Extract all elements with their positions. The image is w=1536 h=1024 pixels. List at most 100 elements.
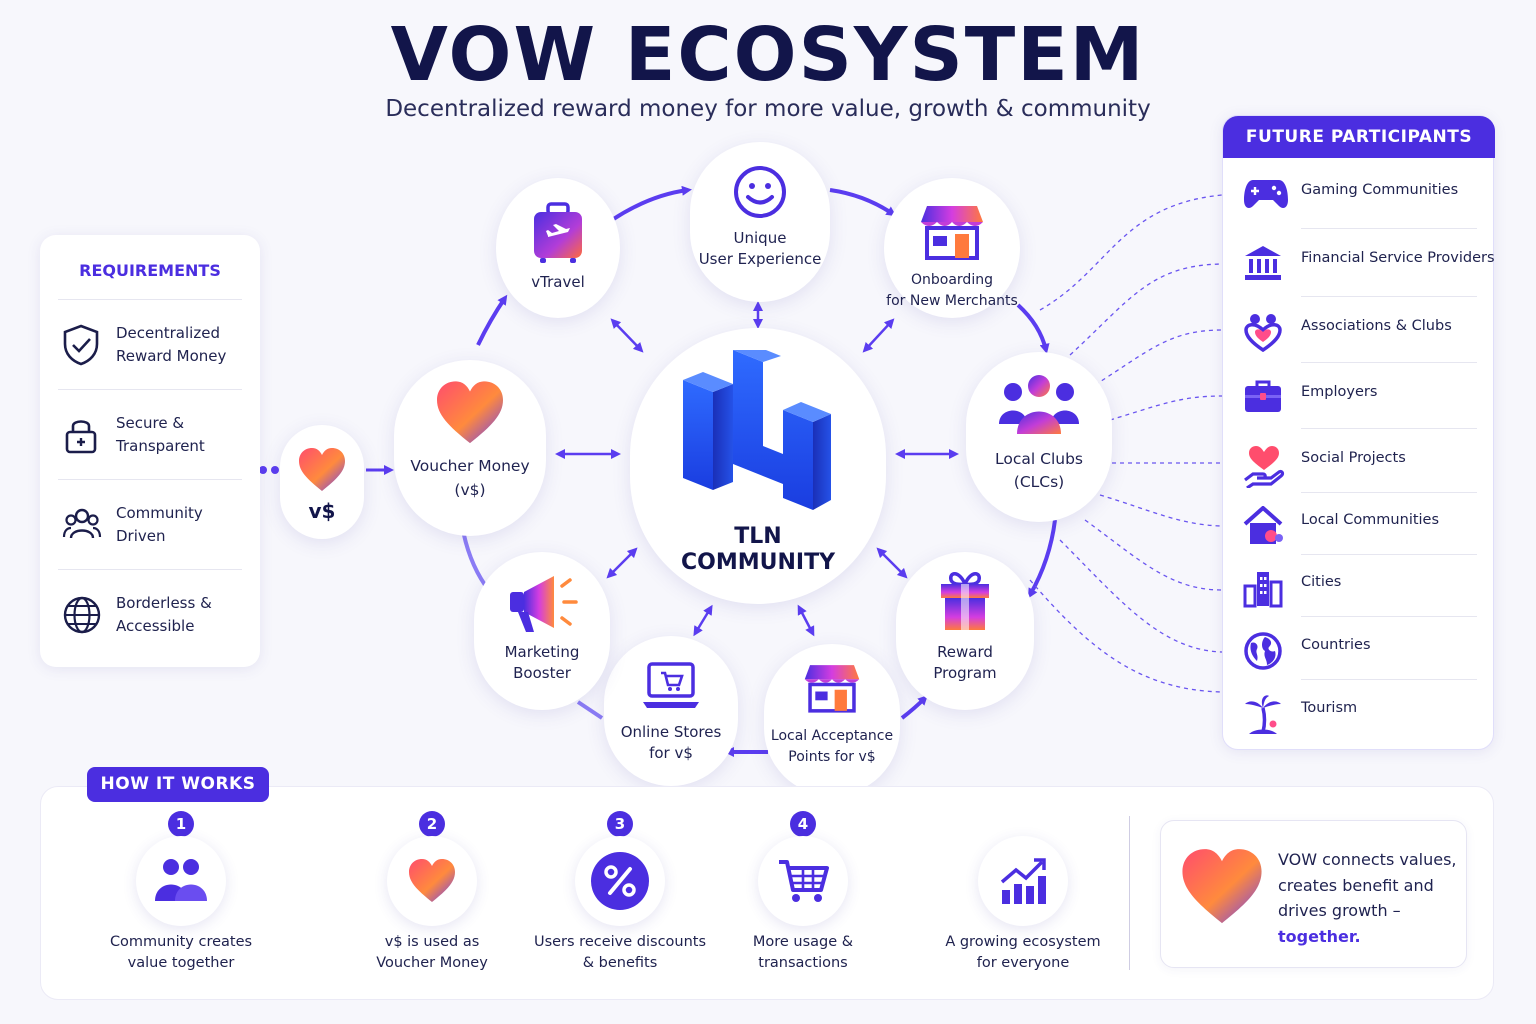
step-label: A growing ecosystem for everyone — [945, 934, 1101, 971]
step-label: v$ is used as Voucher Money — [376, 934, 488, 971]
briefcase-icon — [1245, 380, 1281, 412]
node-label: Local Acceptance Points for v$ — [770, 728, 894, 765]
participant-item[interactable]: Countries — [1241, 617, 1477, 681]
node-label: Voucher Money (v$) — [410, 457, 530, 499]
heart-hand-icon — [1244, 446, 1285, 488]
node-label: Unique User Experience — [698, 229, 822, 268]
step-number: 4 — [790, 811, 816, 837]
node-label: Reward Program — [933, 643, 997, 682]
megaphone-icon — [510, 576, 578, 632]
lock-icon — [65, 420, 97, 454]
heart-icon — [437, 381, 503, 444]
node-reward-program[interactable]: Reward Program — [896, 552, 1034, 710]
requirement-label: Secure & Transparent — [116, 414, 205, 455]
divider — [1301, 554, 1477, 555]
requirement-label: Community Driven — [116, 504, 203, 545]
step-2-circle — [387, 836, 477, 926]
requirement-label: Borderless & Accessible — [116, 594, 212, 635]
tln-logo-icon — [683, 350, 831, 510]
participant-label: Financial Service Providers — [1301, 250, 1495, 266]
participant-item[interactable]: Local Communities — [1241, 492, 1477, 556]
participant-item[interactable]: Tourism — [1241, 680, 1477, 744]
participant-item[interactable]: Social Projects — [1241, 430, 1477, 494]
participant-item[interactable]: Cities — [1241, 554, 1477, 618]
divider — [1301, 228, 1477, 229]
house-community-icon — [1243, 506, 1283, 544]
divider — [1301, 428, 1477, 429]
cart-icon — [779, 860, 829, 902]
heart-icon — [299, 448, 345, 491]
people-icon — [155, 859, 207, 901]
step-label: Users receive discounts & benefits — [533, 934, 707, 971]
gamepad-icon — [1244, 180, 1288, 208]
node-label: Local Clubs (CLCs) — [995, 450, 1083, 491]
participant-item[interactable]: Financial Service Providers — [1241, 230, 1495, 294]
future-participants-panel: FUTURE PARTICIPANTS Gaming Communities F… — [1222, 115, 1495, 750]
quote-accent: together. — [1278, 926, 1361, 946]
step-number: 3 — [607, 811, 633, 837]
node-label: vTravel — [531, 273, 585, 291]
participant-label: Tourism — [1301, 700, 1358, 716]
vs-token: v$ — [280, 425, 364, 539]
requirement-item: Borderless & Accessible — [58, 569, 242, 657]
future-participants-title: FUTURE PARTICIPANTS — [1223, 116, 1495, 158]
quote-text: VOW connects values, creates benefit and… — [1278, 847, 1464, 949]
step-5-circle — [978, 836, 1068, 926]
storefront-icon — [921, 206, 983, 260]
step-4-circle — [758, 836, 848, 926]
participant-label: Gaming Communities — [1301, 182, 1459, 198]
divider — [1301, 616, 1477, 617]
step-number: 2 — [419, 811, 445, 837]
city-icon — [1243, 572, 1283, 608]
node-onboarding[interactable]: Onboarding for New Merchants — [884, 178, 1020, 318]
requirements-title: REQUIREMENTS — [79, 261, 221, 280]
smiley-icon — [734, 166, 786, 218]
participant-label: Local Communities — [1301, 512, 1440, 528]
participant-item[interactable]: Gaming Communities — [1241, 162, 1477, 226]
gift-icon — [941, 572, 989, 630]
palm-tree-icon — [1245, 695, 1281, 734]
step-number: 1 — [168, 811, 194, 837]
divider — [1301, 492, 1477, 493]
node-marketing-booster[interactable]: Marketing Booster — [474, 552, 610, 710]
quote-main: VOW connects values, creates benefit and… — [1278, 850, 1457, 920]
growth-chart-icon — [1000, 858, 1046, 904]
node-local-clubs[interactable]: Local Clubs (CLCs) — [966, 352, 1112, 522]
laptop-cart-icon — [643, 662, 699, 708]
participant-label: Employers — [1301, 384, 1378, 400]
participant-item[interactable]: Employers — [1241, 364, 1477, 428]
requirement-label: Decentralized Reward Money — [116, 324, 227, 365]
node-label: Onboarding for New Merchants — [886, 272, 1018, 309]
storefront-icon — [804, 665, 860, 713]
divider — [1129, 816, 1130, 970]
node-voucher-money[interactable]: Voucher Money (v$) — [394, 360, 546, 536]
center-tln-community: TLN COMMUNITY — [630, 328, 886, 604]
people-icon — [62, 508, 102, 539]
step-label: Community creates value together — [109, 934, 253, 971]
divider — [1301, 679, 1477, 680]
node-label: Online Stores for v$ — [620, 723, 722, 762]
globe-icon — [1244, 632, 1282, 670]
participant-label: Associations & Clubs — [1301, 318, 1452, 334]
globe-icon — [63, 596, 101, 634]
divider — [1301, 296, 1477, 297]
participant-label: Countries — [1301, 637, 1371, 653]
node-local-acceptance[interactable]: Local Acceptance Points for v$ — [764, 644, 900, 796]
center-label: TLN COMMUNITY — [680, 524, 836, 575]
requirement-item: Secure & Transparent — [58, 389, 242, 477]
page-subtitle: Decentralized reward money for more valu… — [385, 96, 1151, 122]
step-label: More usage & transactions — [752, 934, 854, 971]
requirements-panel: REQUIREMENTS Decentralized Reward Money … — [40, 235, 260, 667]
quote-box: VOW connects values, creates benefit and… — [1160, 820, 1467, 968]
luggage-plane-icon — [534, 202, 582, 263]
node-vtravel[interactable]: vTravel — [496, 178, 620, 318]
page-title: VOW ECOSYSTEM — [390, 12, 1146, 98]
node-unique-user-experience[interactable]: Unique User Experience — [690, 142, 830, 302]
vs-token-label: v$ — [308, 499, 336, 523]
step-1-circle — [136, 836, 226, 926]
group-heart-icon — [1244, 314, 1282, 352]
divider — [1301, 362, 1477, 363]
requirement-item: Community Driven — [58, 479, 242, 567]
node-online-stores[interactable]: Online Stores for v$ — [604, 636, 738, 786]
participant-item[interactable]: Associations & Clubs — [1241, 298, 1477, 362]
